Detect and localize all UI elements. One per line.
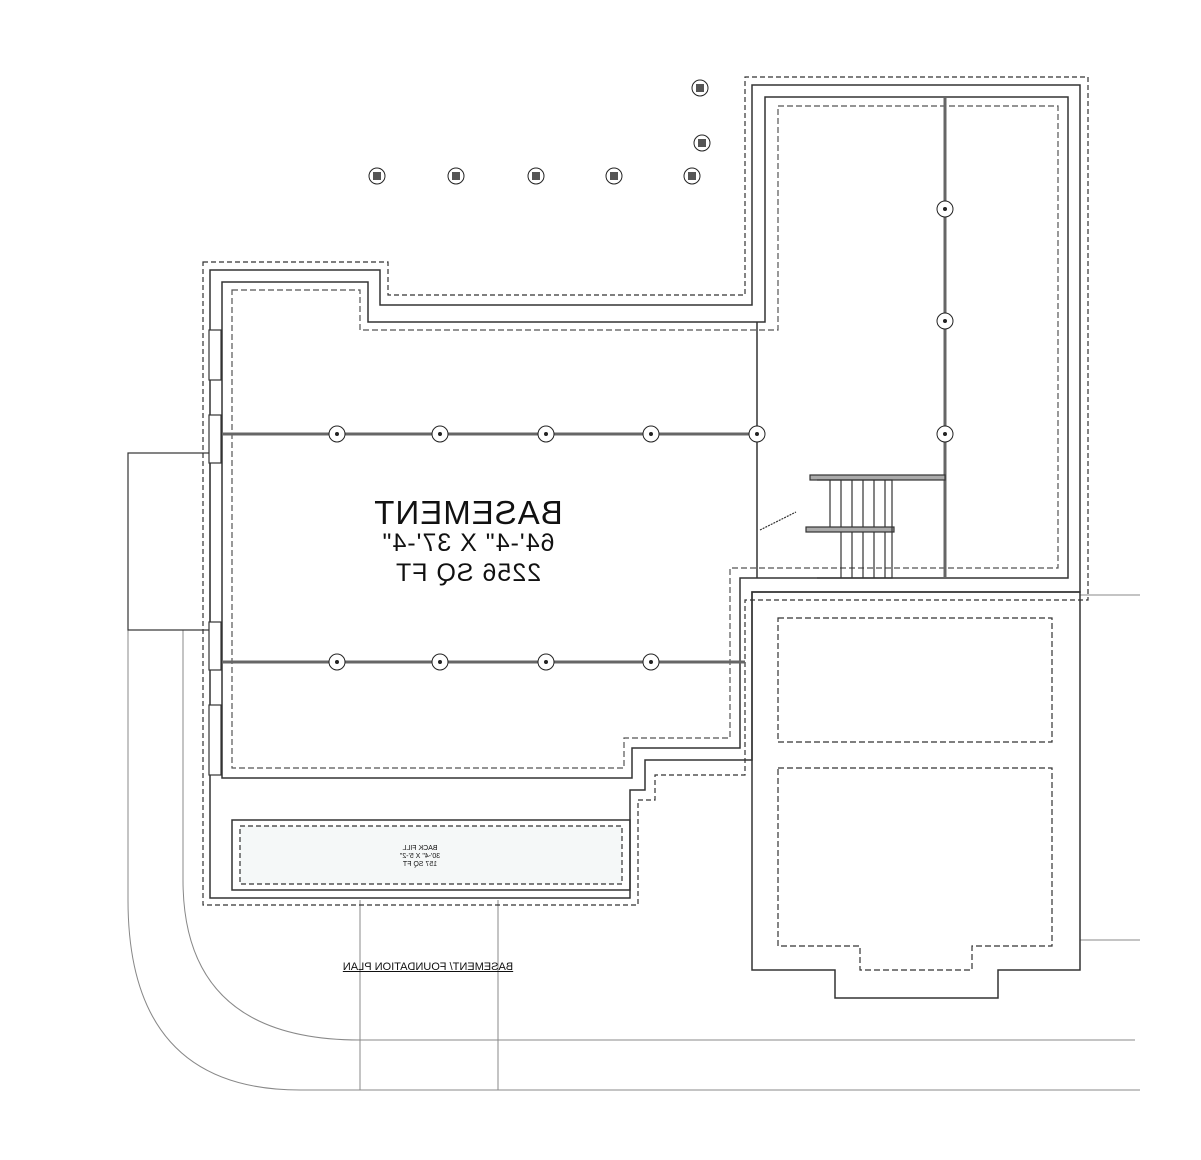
- room-area: 2256 SQ FT: [394, 559, 542, 587]
- backfill-name: BACK FILL: [402, 845, 438, 852]
- foundation-outline: [202, 76, 1089, 906]
- basement-wall-inner: [221, 96, 1069, 779]
- site-lines: [127, 594, 1140, 1091]
- basement-inner-dashed: [231, 105, 1059, 769]
- backfill-label: BACK FILL 30'-4" X 5'-2" 157 SQ FT: [385, 845, 455, 869]
- garage-outline: [751, 591, 1081, 999]
- backfill-area: [231, 819, 631, 891]
- plan-title: BASEMENT/ FOUNDATION PLAN: [342, 961, 514, 973]
- backfill-area-text: 157 SQ FT: [402, 861, 438, 868]
- windows: [208, 329, 222, 776]
- stairs: [759, 474, 946, 579]
- room-name: BASEMENT: [373, 494, 563, 531]
- room-dimensions: 64'-4" X 37'-4": [381, 529, 555, 557]
- backfill-dimensions: 30'-4" X 5'-2": [399, 853, 441, 860]
- room-label: BASEMENT 64'-4" X 37'-4" 2256 SQ FT: [318, 494, 618, 588]
